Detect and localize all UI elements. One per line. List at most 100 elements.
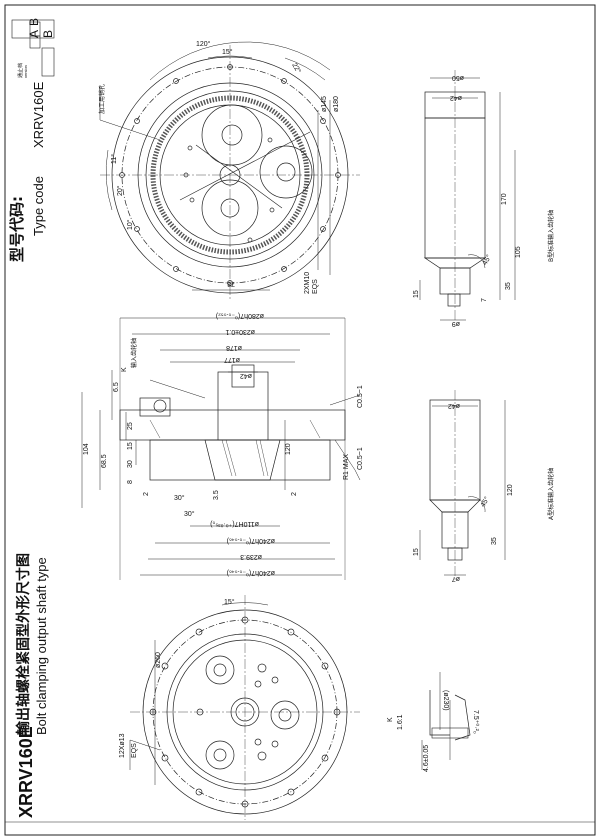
shaft-a-view xyxy=(419,390,506,580)
label-25: 25 xyxy=(127,422,134,430)
label-shaft-a-15: 15 xyxy=(413,548,420,556)
label-20-deg: 20° xyxy=(116,185,124,196)
label-eqs-top: EQS xyxy=(312,279,319,294)
header-model: XRRV160E xyxy=(31,81,46,148)
label-15-mid: 15 xyxy=(127,442,134,450)
label-30-mid: 30 xyxy=(127,460,134,468)
label-22-deg: 22° xyxy=(290,62,302,75)
label-shaft-b-d50: ø50 xyxy=(452,74,464,81)
label-shaft-b-35: 35 xyxy=(505,282,512,290)
label-shaft-b-d42: ø42 xyxy=(450,94,462,101)
crank-lobe-right xyxy=(259,145,313,199)
label-eqs-bottom: EQS xyxy=(131,743,138,758)
label-k-mark: K xyxy=(121,367,128,372)
label-d145: ø145 xyxy=(321,96,328,112)
header-version-b2: B xyxy=(27,18,41,26)
header-version-b: B xyxy=(41,30,55,38)
label-shaft-b-15: 15 xyxy=(413,290,420,298)
label-shaft-b-105: 105 xyxy=(515,246,522,258)
label-30deg-a: 30° xyxy=(174,494,185,502)
header-version-en: version xyxy=(23,65,28,78)
label-6-5: 6.5 xyxy=(113,382,120,392)
label-30deg-b: 30° xyxy=(184,510,195,518)
label-c05-upper: C0.5~1 xyxy=(357,385,364,408)
output-pin-c xyxy=(205,740,235,770)
inner-holes xyxy=(183,137,275,243)
label-78: 78 xyxy=(227,280,235,287)
center-hub xyxy=(204,439,281,481)
flange-body-lower xyxy=(149,439,331,481)
label-15deg-bottom: 15° xyxy=(224,598,235,606)
label-d230: (ø230) xyxy=(442,690,449,711)
header-version-a: A xyxy=(27,30,41,38)
output-pin-a xyxy=(205,655,235,685)
label-shaft-a-d7: ø7 xyxy=(452,575,460,582)
label-r1-max: R1 MAX xyxy=(343,454,350,480)
output-pin-c-inner xyxy=(213,748,227,762)
label-3-5: 3.5 xyxy=(213,490,220,500)
label-d240a: ø240h7(⁰₋₀.₀₄₆) xyxy=(227,537,275,545)
label-shaft-b-45: 45° xyxy=(481,253,493,266)
output-pin-b-inner xyxy=(278,708,292,722)
label-104: 104 xyxy=(83,443,90,455)
input-shaft-bore xyxy=(217,371,269,441)
footer-title-en: Bolt clamping output shaft type xyxy=(34,557,49,735)
label-d280: ø280h7(⁰₋₀.₀₅₂) xyxy=(216,312,264,320)
footer-title-cn: 输出轴螺栓紧固型外形尺寸图 xyxy=(15,553,32,735)
label-d42-mid: ø42 xyxy=(240,372,252,379)
footer-model: XRRV160E xyxy=(16,726,36,818)
flange-body-upper xyxy=(119,409,346,441)
label-shaft-b-7: 7 xyxy=(481,298,488,302)
shaft-b-tip xyxy=(447,293,461,307)
label-d2304: ø230±0.1 xyxy=(225,328,255,335)
label-12xd13: 12Xø13 xyxy=(119,733,126,758)
bolt-holes xyxy=(119,64,341,286)
shaft-b-view xyxy=(419,70,516,321)
header-block xyxy=(11,19,55,77)
input-gear-circle xyxy=(153,399,167,413)
label-shaft-b-title: B型标准输入齿轮轴 xyxy=(547,210,555,262)
label-10-deg: 10° xyxy=(126,219,134,230)
label-15-deg: 15° xyxy=(222,48,233,56)
label-d110: ø110H7(⁺⁰·⁰³⁵₀) xyxy=(210,520,259,528)
label-120-mid: 120 xyxy=(285,443,292,455)
label-d240b: ø240h7(⁰₋₀.₀₄₆) xyxy=(227,569,275,577)
label-2b: 2 xyxy=(291,492,298,496)
hatch-marks xyxy=(149,419,321,477)
label-input-gear-note: 输入齿轮轴 xyxy=(130,338,138,368)
top-view xyxy=(99,41,360,300)
label-pin-hole-note: 加工用销孔 xyxy=(98,84,106,114)
header-type-code-en: Type code xyxy=(31,176,46,236)
version-box-frame xyxy=(11,19,55,39)
label-2xm10: 2XM10 xyxy=(304,272,311,294)
middle-section-view xyxy=(81,317,361,580)
header-version-cn: 通止档 xyxy=(17,63,24,78)
label-d177: ø177 xyxy=(224,356,240,363)
label-k-detail: K xyxy=(387,717,394,722)
crank-hole-right xyxy=(276,162,296,182)
label-scale-1-6: 1.6:1 xyxy=(397,714,404,730)
label-c05-lower: C0.5~1 xyxy=(357,447,364,470)
header-type-code-cn: 型号代码: xyxy=(8,196,26,262)
label-d178: ø178 xyxy=(226,344,242,351)
bottom-view xyxy=(129,595,471,820)
label-d2393: ø239.3 xyxy=(240,553,262,560)
label-d260: ø260 xyxy=(155,652,162,668)
label-68-5: 68.5 xyxy=(101,454,108,468)
input-gear-marker xyxy=(139,397,171,417)
label-d180: ø180 xyxy=(333,96,340,112)
label-shaft-b-170: 170 xyxy=(501,193,508,205)
label-shaft-a-d42: ø42 xyxy=(448,402,460,409)
seal-ring-hatch xyxy=(150,95,310,255)
crank-hole-top xyxy=(221,124,243,146)
label-shaft-a-title: A型标准输入齿轮轴 xyxy=(547,468,555,520)
label-shaft-a-120: 120 xyxy=(507,484,514,496)
sheet-border xyxy=(4,4,596,836)
version-box-blank xyxy=(41,47,55,77)
input-shaft-top xyxy=(231,364,255,388)
label-7-5: 7.5⁺⁰·²₀ xyxy=(472,710,480,734)
label-shaft-b-d9: ø9 xyxy=(452,320,460,327)
label-4-6: 4.6±0.05 xyxy=(423,745,430,772)
label-11-deg: 11° xyxy=(110,154,118,164)
